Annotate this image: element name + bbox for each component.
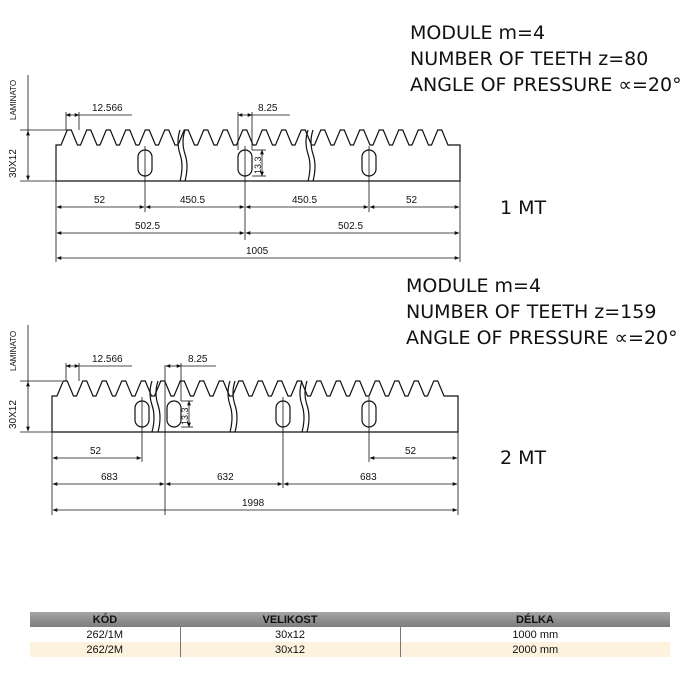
rack-1-dim-total: 1005 xyxy=(246,246,269,257)
rack-1-dimension-labels: 30X12 LAMINATO 12.566 8.25 13.3 52 450.5… xyxy=(8,80,418,257)
table-header-row: KÓD VELIKOST DÉLKA xyxy=(30,612,670,627)
rack-1-break-mark xyxy=(177,129,183,182)
rack-1-dim-slot-left: 450.5 xyxy=(180,195,205,206)
rack-2-pitch-label: 12.566 xyxy=(92,354,123,365)
rack-1-drawing xyxy=(20,75,461,262)
rack-1-dim-slot-right: 450.5 xyxy=(292,195,317,206)
rack-2-specs: MODULE m=4 NUMBER OF TEETH z=159 ANGLE O… xyxy=(406,273,678,351)
rack-2-slot-width-label: 8.25 xyxy=(188,354,208,365)
rack-2-break-mark xyxy=(149,380,155,433)
rack-1-section-label: 30X12 xyxy=(8,149,19,178)
rack-2-dim-seg-left: 683 xyxy=(101,472,118,483)
rack-1-dim-half-left: 502.5 xyxy=(135,221,160,232)
rack-1-body xyxy=(55,129,461,182)
header-code: KÓD xyxy=(30,612,180,627)
rack-2-break-mark xyxy=(155,380,161,433)
cell-size: 30x12 xyxy=(180,627,401,642)
rack-1-angle: ANGLE OF PRESSURE ∝=20° xyxy=(410,74,682,96)
rack-1-break-mark xyxy=(310,129,316,182)
rack-1-material-label: LAMINATO xyxy=(9,80,18,120)
rack-2-dimension-labels: 30X12 LAMINATO 12.566 8.25 13.3 52 52 68… xyxy=(8,331,417,509)
rack-1-dim-half-right: 502.5 xyxy=(338,221,363,232)
rack-1-break-mark xyxy=(182,129,188,182)
rack-2-length-label: 2 MT xyxy=(500,447,547,469)
rack-2-teeth: NUMBER OF TEETH z=159 xyxy=(406,301,657,323)
rack-1-teeth: NUMBER OF TEETH z=80 xyxy=(410,48,649,70)
rack-2-body xyxy=(51,380,459,433)
rack-2-material-label: LAMINATO xyxy=(9,331,18,371)
rack-1-break-mark xyxy=(305,129,311,182)
rack-1-dim-end-right: 52 xyxy=(406,195,418,206)
rack-1-specs: MODULE m=4 NUMBER OF TEETH z=80 ANGLE OF… xyxy=(410,20,682,98)
cell-size: 30x12 xyxy=(180,642,401,657)
rack-2-break-mark xyxy=(304,380,310,433)
rack-2-slot xyxy=(166,400,182,428)
cell-code: 262/1M xyxy=(30,627,181,642)
table-row: 262/1M 30x12 1000 mm xyxy=(30,627,670,642)
rack-2-break-mark xyxy=(299,380,305,433)
rack-2-dim-end-left: 52 xyxy=(90,446,102,457)
rack-2-break-mark xyxy=(227,380,233,433)
rack-2-dim-end-right: 52 xyxy=(405,446,417,457)
rack-1-pitch-label: 12.566 xyxy=(92,103,123,114)
header-length: DÉLKA xyxy=(400,612,670,627)
rack-2-break-mark xyxy=(232,380,238,433)
rack-1-dim-end-left: 52 xyxy=(94,195,106,206)
rack-2-section-label: 30X12 xyxy=(8,400,19,429)
rack-2-module: MODULE m=4 xyxy=(406,275,542,297)
cell-code: 262/2M xyxy=(30,642,181,657)
cell-length: 2000 mm xyxy=(400,642,670,657)
table-row: 262/2M 30x12 2000 mm xyxy=(30,642,670,657)
rack-2-dim-total: 1998 xyxy=(242,498,265,509)
rack-1-length-label: 1 MT xyxy=(500,197,547,219)
rack-1-module: MODULE m=4 xyxy=(410,22,546,44)
product-code-table: KÓD VELIKOST DÉLKA 262/1M 30x12 1000 mm … xyxy=(30,612,670,657)
header-size: VELIKOST xyxy=(180,612,400,627)
rack-2-dim-seg-right: 683 xyxy=(360,472,377,483)
rack-2-slot-height-label: 13.3 xyxy=(180,407,190,425)
cell-length: 1000 mm xyxy=(400,627,670,642)
rack-1-slot-height-label: 13.3 xyxy=(253,156,263,174)
rack-2-drawing xyxy=(20,325,459,515)
rack-1-slot-width-label: 8.25 xyxy=(258,103,278,114)
rack-2-dim-seg-mid: 632 xyxy=(217,472,234,483)
rack-2-angle: ANGLE OF PRESSURE ∝=20° xyxy=(406,327,678,349)
